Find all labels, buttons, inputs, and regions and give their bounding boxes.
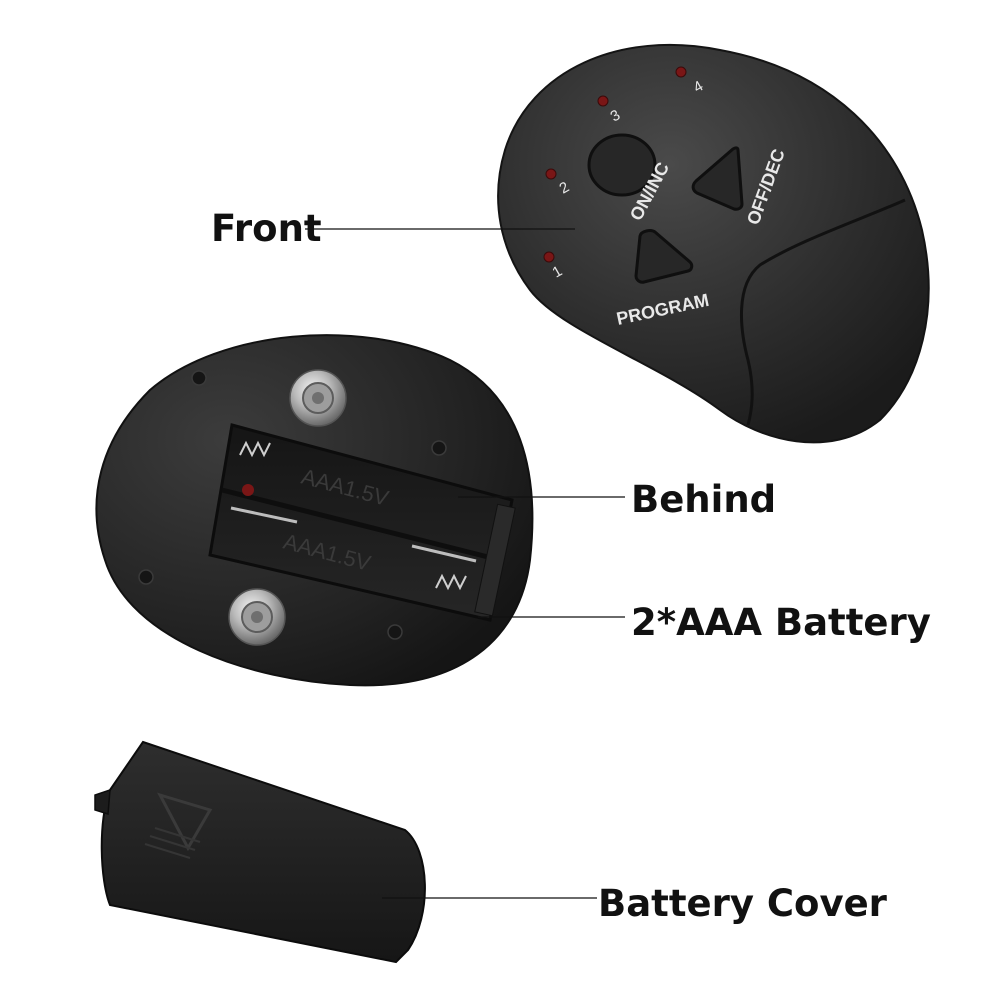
controller-front-body — [497, 43, 930, 444]
on-inc-button[interactable] — [587, 133, 657, 197]
off-dec-button[interactable] — [691, 146, 744, 211]
front-callout-label: Front — [211, 207, 322, 250]
indicator-led-2 — [545, 168, 557, 180]
screw-icon — [431, 440, 447, 456]
battery-bay-rail — [474, 503, 516, 617]
indicator-led-1 — [543, 251, 555, 263]
battery-contact-icon — [230, 506, 477, 563]
snap-connector-icon — [289, 369, 347, 427]
battery-cover-callout-label: Battery Cover — [598, 882, 887, 925]
program-button[interactable] — [634, 229, 694, 284]
behind-callout-label: Behind — [631, 478, 777, 521]
indicator-led-4 — [675, 66, 687, 78]
screw-icon — [138, 569, 154, 585]
battery-cover-arrow-icon — [157, 792, 213, 852]
leader-lines — [305, 228, 625, 899]
controller-front: 1 2 3 4 ON/INC OFF/DEC PROGRAM — [497, 43, 930, 444]
battery-cover-clip — [94, 788, 111, 815]
controller-front-seam — [739, 198, 906, 426]
screw-icon — [387, 624, 403, 640]
battery-cover-body — [100, 740, 426, 964]
battery-callout-label: 2*AAA Battery — [631, 601, 931, 644]
snap-connector-icon — [228, 588, 286, 646]
battery-slot-divider — [221, 487, 501, 563]
battery-cover — [94, 740, 426, 964]
battery-spring-icon — [239, 440, 467, 591]
controller-back: AAA1.5V AAA1.5V — [95, 334, 534, 687]
battery-polarity-dot — [242, 484, 254, 496]
indicator-led-3 — [597, 95, 609, 107]
battery-cover-grip-icon — [144, 827, 201, 859]
screw-icon — [191, 370, 207, 386]
